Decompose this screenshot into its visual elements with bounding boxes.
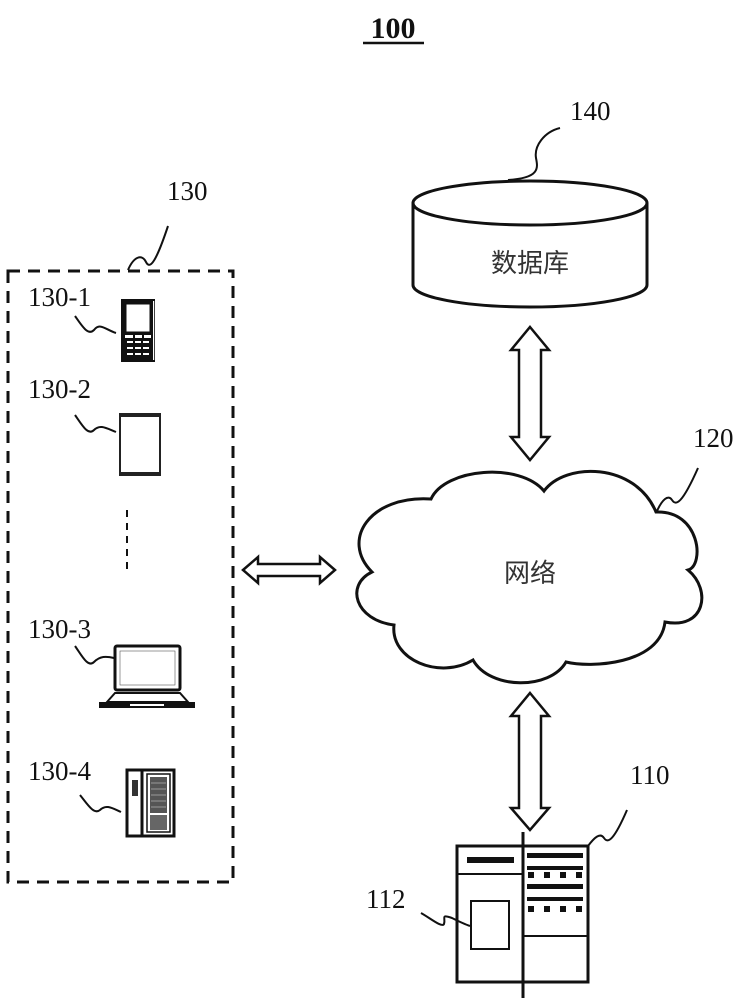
processor-ref: 112 — [366, 884, 406, 914]
figure-title: 100 — [363, 12, 424, 45]
device-ref-130-3: 130-3 — [28, 614, 91, 644]
device-ref-130-4: 130-4 — [28, 756, 91, 786]
device-ref-130-2: 130-2 — [28, 374, 91, 404]
database-cylinder-top — [413, 181, 647, 225]
terminal-group: 130 130-1 130-2 130-3 — [8, 176, 233, 882]
network-cloud: 网络 120 — [357, 423, 734, 683]
terminal-group-dashed-border — [8, 271, 233, 882]
database-ref: 140 — [570, 96, 611, 126]
device-ref-130-1: 130-1 — [28, 282, 91, 312]
mobile-phone-icon — [121, 299, 155, 362]
database: 数据库 140 — [413, 96, 647, 307]
device-leader-130-1 — [75, 316, 116, 333]
network-label: 网络 — [504, 559, 556, 589]
network-server-arrow — [511, 693, 549, 830]
database-network-arrow — [511, 327, 549, 460]
server-leader-line — [588, 810, 627, 846]
database-leader-line — [508, 128, 560, 180]
terminal-group-ref: 130 — [167, 176, 208, 206]
device-leader-130-2 — [75, 415, 116, 432]
processor-box — [471, 901, 509, 949]
device-leader-130-3 — [75, 646, 114, 664]
laptop-icon — [99, 646, 195, 708]
database-label: 数据库 — [491, 249, 569, 279]
server-ref: 110 — [630, 760, 670, 790]
figure-number: 100 — [371, 12, 416, 45]
network-leader-line — [657, 468, 698, 511]
tablet-icon — [119, 413, 161, 476]
network-ref: 120 — [693, 423, 734, 453]
desktop-computer-icon — [127, 770, 174, 836]
terminal-group-leader-line — [128, 226, 168, 270]
device-leader-130-4 — [80, 795, 121, 812]
terminal-network-arrow — [243, 557, 335, 583]
